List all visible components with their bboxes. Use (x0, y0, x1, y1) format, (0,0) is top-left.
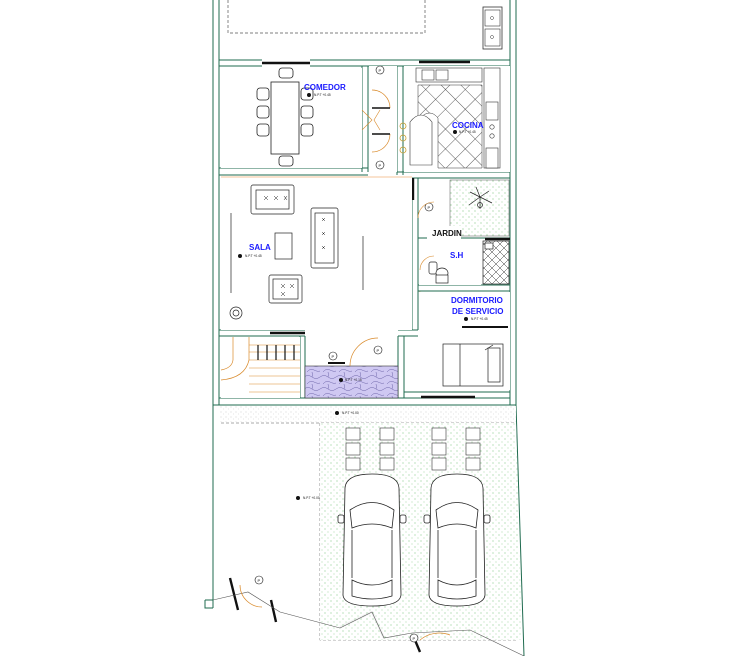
door-tag-9: P (413, 636, 416, 641)
door-tag-7: P (377, 348, 380, 353)
comedor-room: COMEDOR N.P.T +0.45 (221, 67, 362, 168)
bar-stools (399, 122, 407, 154)
cocina-label: COCINA (452, 121, 484, 130)
corridor-doors: P P (361, 65, 397, 172)
jardin-label: JARDIN (432, 229, 462, 238)
bathroom: S.H (419, 240, 510, 285)
cochera-area: N.P.T +0.00 (212, 422, 525, 656)
car-right (423, 473, 491, 607)
sala-label: SALA (249, 243, 271, 252)
cocina-level-marker: N.P.T +0.45 (453, 130, 476, 134)
jardin-area: JARDIN (427, 179, 510, 240)
cocina-level: N.P.T +0.45 (459, 130, 476, 134)
plant-icon (468, 186, 493, 209)
dormitorio-level-marker: N.P.T +0.45 (464, 317, 488, 321)
vereda-level: N.P.T +0.00 (342, 411, 359, 415)
sala-room: SALA N.P.T +0.45 (221, 176, 412, 330)
cocina-room: COCINA N.P.T +0.45 (399, 66, 510, 172)
upper-patio (227, 0, 426, 34)
door-tag-3: P (428, 205, 431, 210)
comedor-label: COMEDOR (304, 83, 346, 92)
entrance-passage: P P N.P.T +0.15 (304, 337, 399, 399)
cushion-marks (263, 195, 326, 297)
dormitorio-label-2: DE SERVICIO (452, 307, 503, 316)
dormitorio-servicio: DORMITORIO DE SERVICIO N.P.T +0.45 (419, 292, 510, 390)
comedor-level-marker: N.P.T +0.45 (307, 93, 331, 97)
cochera-level: N.P.T +0.00 (303, 496, 320, 500)
door-tag-8: P (258, 578, 261, 583)
paver-strips (345, 427, 481, 471)
dining-table (256, 67, 314, 167)
comedor-level: N.P.T +0.45 (314, 93, 331, 97)
dormitorio-level: N.P.T +0.45 (471, 317, 488, 321)
sala-level-marker: N.P.T +0.45 (238, 254, 262, 258)
dormitorio-label-1: DORMITORIO (451, 296, 503, 305)
bed (442, 343, 504, 387)
door-tag-2: P (379, 163, 382, 168)
kitchen-counters (415, 67, 501, 169)
pasaje-level: N.P.T +0.15 (345, 378, 362, 382)
car-left (337, 473, 407, 607)
staircase (220, 337, 300, 398)
living-furniture (229, 184, 364, 320)
door-tag-6: P (332, 354, 335, 359)
kitchen-island (409, 114, 433, 166)
bano-label: S.H (450, 251, 464, 260)
sala-level: N.P.T +0.45 (245, 254, 262, 258)
sidewalk: N.P.T +0.00 (219, 406, 516, 422)
laundry-sink (482, 6, 503, 50)
door-tag-1: P (379, 68, 382, 73)
